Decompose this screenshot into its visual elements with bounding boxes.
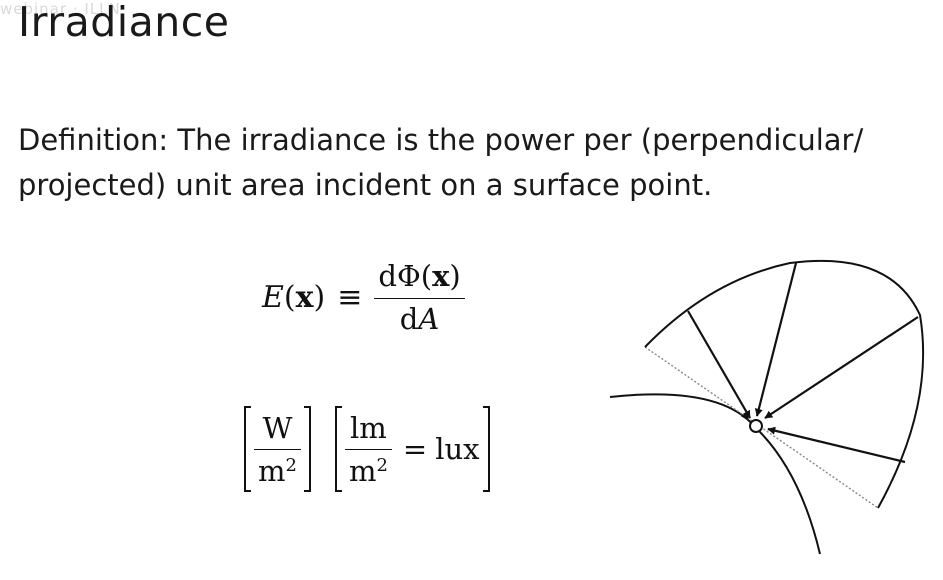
irradiance-equation: E(x) ≡ dΦ(x) dA [262, 257, 465, 337]
num-symbol: Φ [396, 258, 421, 293]
right-bracket [482, 406, 490, 492]
unit2-fraction: lm m2 [344, 411, 392, 488]
definition-text: Definition: The irradiance is the power … [18, 123, 864, 202]
arrow [687, 310, 751, 419]
unit2-den-base: m [348, 453, 377, 488]
unit1-denominator: m2 [254, 450, 301, 488]
surface-curve [609, 393, 821, 555]
unit2-numerator: lm [344, 411, 392, 450]
unit1-fraction: W m2 [254, 411, 301, 488]
fraction-denominator: dA [374, 299, 464, 336]
unit1-exponent: 2 [285, 454, 297, 476]
equation-lhs: E(x) [262, 279, 326, 315]
hemisphere-arc [644, 259, 925, 509]
num-prefix: d [378, 258, 397, 293]
lhs-arg: x [295, 279, 314, 315]
arrow [740, 411, 749, 421]
arrow [754, 262, 798, 417]
slide-title: Irradiance [18, 0, 230, 46]
surface-point [749, 419, 763, 433]
num-arg: x [432, 258, 450, 293]
equiv-symbol: ≡ [337, 279, 363, 315]
den-prefix: d [399, 301, 419, 336]
left-bracket [334, 406, 342, 492]
unit1-den-base: m [258, 453, 286, 488]
units-equation: W m2 lm m2 = lux [244, 403, 490, 495]
arrow [764, 316, 919, 419]
right-bracket [303, 406, 311, 492]
fraction-numerator: dΦ(x) [374, 258, 465, 299]
arrow [767, 426, 906, 464]
left-bracket [244, 406, 251, 492]
lhs-symbol: E [262, 279, 284, 315]
den-symbol: A [418, 301, 440, 336]
equation-fraction: dΦ(x) dA [374, 258, 465, 336]
equals-symbol: = [402, 432, 428, 466]
unit1-numerator: W [254, 411, 301, 450]
lux-label: lux [435, 432, 480, 466]
irradiance-diagram [609, 259, 925, 555]
unit2-exponent: 2 [376, 454, 388, 476]
unit2-denominator: m2 [345, 450, 392, 488]
incident-arrows [687, 262, 919, 464]
watermark: webinar · ILLN [0, 0, 121, 18]
